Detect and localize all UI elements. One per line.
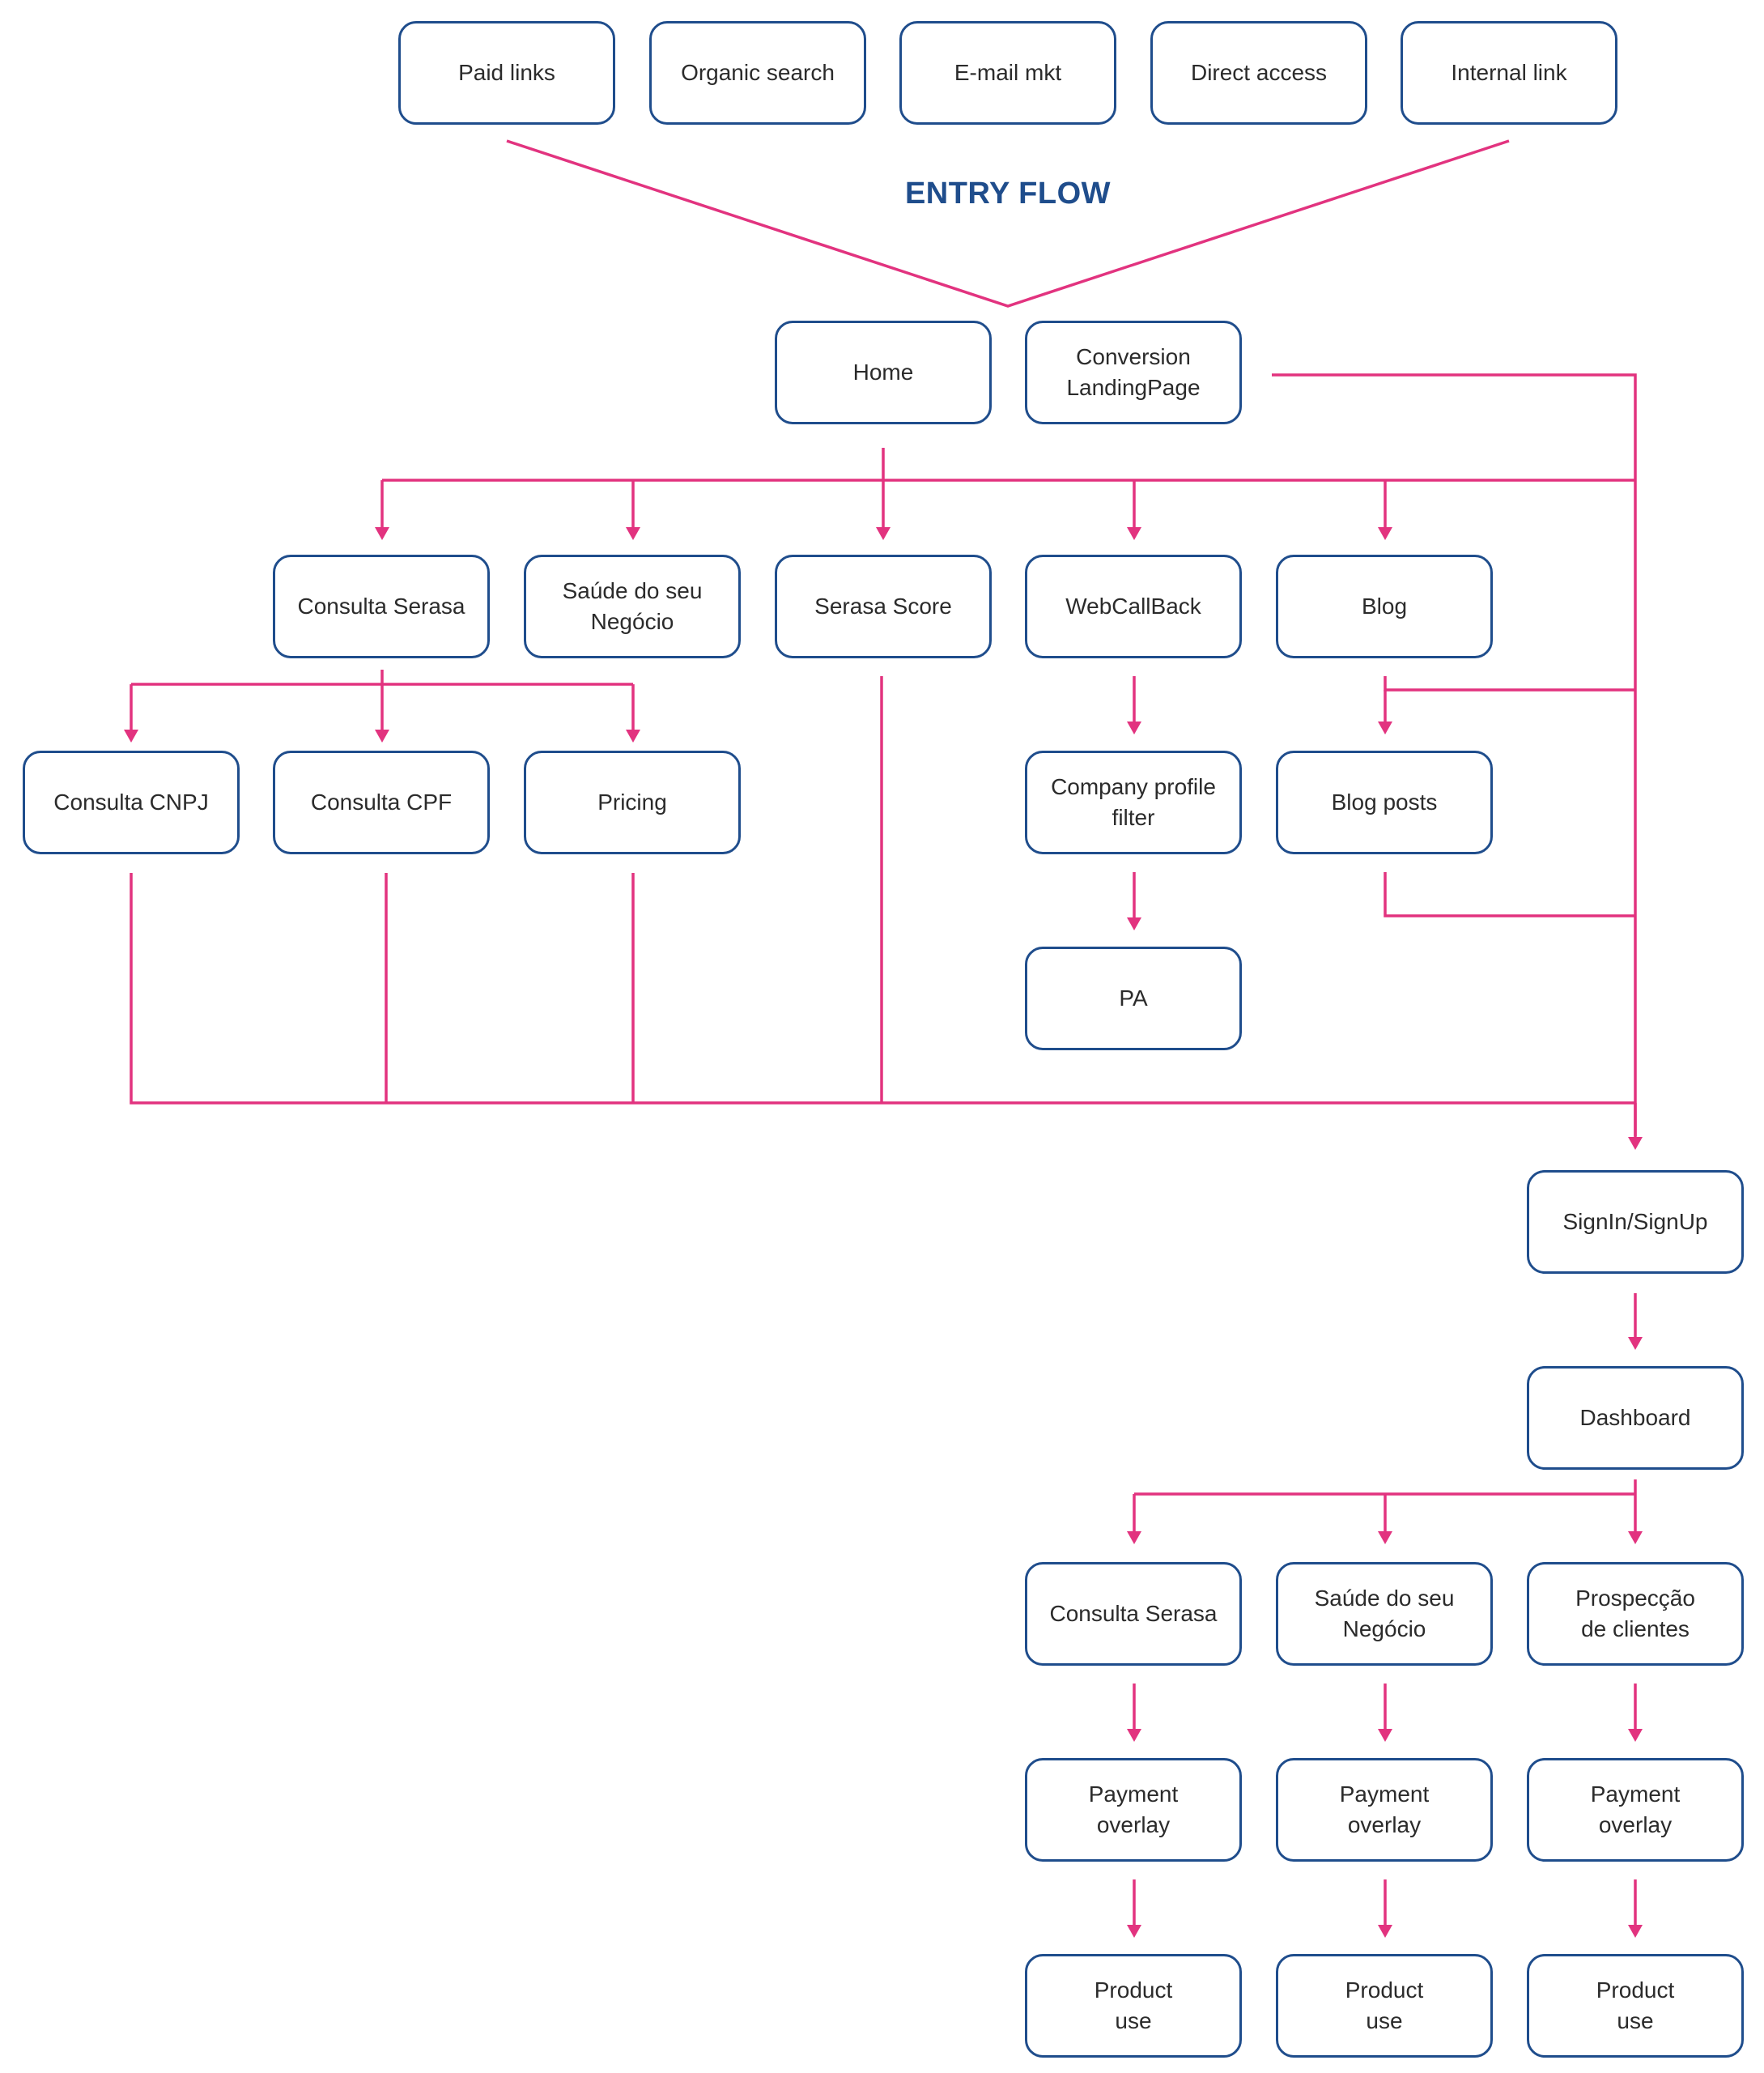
node-internal-link: Internal link	[1401, 21, 1617, 125]
arrowhead	[1127, 722, 1141, 734]
arrowhead	[876, 527, 891, 540]
node-webcallback: WebCallBack	[1025, 555, 1242, 658]
node-payment-overlay-2: Payment overlay	[1276, 1758, 1493, 1862]
node-consulta-cpf: Consulta CPF	[273, 751, 490, 854]
node-prospeccao-de-clientes: Prospecção de clientes	[1527, 1562, 1744, 1666]
arrowhead	[375, 730, 389, 743]
right-trunk	[1272, 373, 1637, 1136]
node-payment-overlay-3: Payment overlay	[1527, 1758, 1744, 1862]
arrowhead	[124, 730, 138, 743]
node-pricing: Pricing	[524, 751, 741, 854]
arrowhead	[375, 527, 389, 540]
node-blog: Blog	[1276, 555, 1493, 658]
node-payment-overlay-1: Payment overlay	[1025, 1758, 1242, 1862]
node-serasa-score: Serasa Score	[775, 555, 992, 658]
arrowhead	[1628, 1925, 1643, 1938]
node-blog-posts: Blog posts	[1276, 751, 1493, 854]
arrowhead	[1378, 1729, 1392, 1742]
arrowhead	[1378, 1531, 1392, 1544]
node-saude-do-seu-negocio: Saúde do seu Negócio	[524, 555, 741, 658]
node-email-mkt: E-mail mkt	[899, 21, 1116, 125]
arrowhead	[626, 730, 640, 743]
node-dashboard: Dashboard	[1527, 1366, 1744, 1470]
node-dashboard-saude-do-seu-negocio: Saúde do seu Negócio	[1276, 1562, 1493, 1666]
node-conversion-landingpage: Conversion LandingPage	[1025, 321, 1242, 424]
blog-posts-return	[1384, 872, 1635, 917]
diagram-title: ENTRY FLOW	[904, 177, 1112, 211]
arrowhead	[1628, 1137, 1643, 1150]
arrowhead	[1628, 1337, 1643, 1350]
node-organic-search: Organic search	[649, 21, 866, 125]
node-consulta-cnpj: Consulta CNPJ	[23, 751, 240, 854]
entry-funnel-line	[506, 139, 1510, 308]
arrowhead	[1127, 1531, 1141, 1544]
node-product-use-1: Product use	[1025, 1954, 1242, 2058]
arrowhead	[1127, 1729, 1141, 1742]
node-pa: PA	[1025, 947, 1242, 1050]
arrowhead	[1127, 917, 1141, 930]
blog-branch	[1384, 676, 1635, 692]
node-dashboard-consulta-serasa: Consulta Serasa	[1025, 1562, 1242, 1666]
node-product-use-2: Product use	[1276, 1954, 1493, 2058]
node-home: Home	[775, 321, 992, 424]
node-product-use-3: Product use	[1527, 1954, 1744, 2058]
arrowhead	[1127, 527, 1141, 540]
arrowhead	[1127, 1925, 1141, 1938]
arrowhead	[1378, 527, 1392, 540]
node-signin-signup: SignIn/SignUp	[1527, 1170, 1744, 1274]
bottom-bus	[130, 873, 1635, 1105]
node-direct-access: Direct access	[1150, 21, 1367, 125]
arrowhead	[1628, 1729, 1643, 1742]
node-paid-links: Paid links	[398, 21, 615, 125]
arrowhead	[626, 527, 640, 540]
arrowhead	[1378, 1925, 1392, 1938]
arrowhead	[1628, 1531, 1643, 1544]
node-consulta-serasa: Consulta Serasa	[273, 555, 490, 658]
node-company-profile-filter: Company profile filter	[1025, 751, 1242, 854]
arrowhead	[1378, 722, 1392, 734]
